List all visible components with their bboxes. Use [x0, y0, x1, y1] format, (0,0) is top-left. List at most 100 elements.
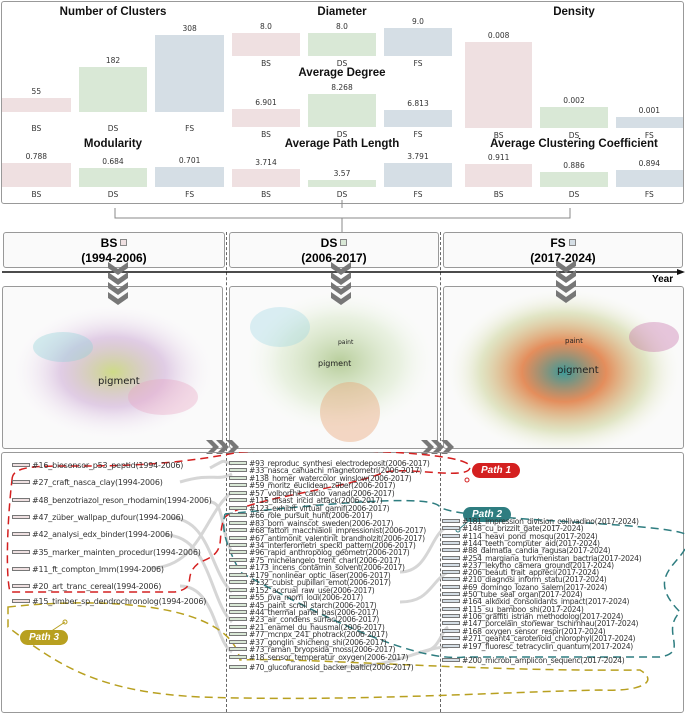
chevron-down-icon	[331, 262, 351, 275]
cluster-item: #237_lekytho_camera_ground(2017-2024)	[442, 561, 614, 570]
cluster-node-bar	[12, 480, 30, 485]
chevron-right-icon	[421, 440, 434, 454]
value-label: 9.0	[412, 17, 424, 26]
bar-fs	[384, 28, 452, 56]
cluster-node-bar	[442, 599, 460, 604]
bar-bs	[232, 108, 300, 127]
chart-title: Modularity	[83, 138, 143, 150]
cluster-label: #70_glucofuranosid_backer_baltic(2006-20…	[249, 663, 414, 672]
cluster-item: #18_sensor_temperatur_oxygen(2006-2017)	[229, 653, 408, 662]
period-fs: FS(2017-2024)	[443, 232, 683, 268]
network-graph-ds	[240, 287, 437, 442]
chart-title: Average Clustering Coefficient	[490, 138, 658, 150]
cluster-item: #23_air_condens_surfac(2006-2017)	[229, 615, 379, 624]
cluster-label: #237_lekytho_camera_ground(2017-2024)	[462, 560, 614, 570]
ds-color-swatch	[340, 239, 348, 246]
category-label: DS	[336, 130, 348, 139]
cluster-label: #45_paint_scroll_starch(2006-2017)	[249, 600, 377, 610]
category-label: BS	[493, 190, 504, 199]
chart-title: Diameter	[317, 6, 367, 18]
value-label: 6.813	[407, 98, 429, 108]
cluster-label: #96_rapid_anthropolog_geometr(2006-2017)	[249, 548, 410, 558]
cluster-node-bar	[229, 665, 247, 669]
cluster-node-bar	[229, 490, 247, 495]
chevron-down-icon	[108, 272, 128, 285]
category-label: BS	[261, 130, 271, 139]
path-1-label: Path 1	[472, 463, 521, 478]
cluster-label: #254_margiana_turkmenistan_bactria(2017-…	[462, 553, 642, 563]
bar-bs	[232, 33, 300, 56]
cluster-item: #88_dalmatia_candia_ragusa(2017-2024)	[442, 546, 611, 556]
cluster-node-bar	[442, 628, 460, 633]
cluster-node-bar	[12, 584, 30, 589]
divider-ds-fs	[440, 232, 441, 712]
cluster-node-bar	[229, 483, 247, 488]
category-label: FS	[644, 131, 654, 140]
cluster-label: #132_cubist_pupillari_emot(2006-2017)	[249, 578, 391, 588]
cluster-node-bar	[442, 613, 460, 618]
bs-color-swatch	[120, 239, 128, 246]
category-label: FS	[185, 124, 195, 133]
cluster-node-bar	[229, 647, 247, 652]
category-label: DS	[107, 124, 119, 133]
chevron-right-icon	[216, 440, 229, 454]
chevron-right-icon	[206, 440, 219, 454]
cluster-item: #50_tube_seal_organ(2017-2024)	[442, 590, 583, 599]
cluster-item: #35_marker_mainten_procedur(1994-2006)	[12, 548, 201, 557]
value-label: 0.684	[102, 157, 124, 166]
cluster-label: #34_interferometri_speckl_pattern(2006-2…	[249, 540, 416, 550]
cluster-label: #93_reproduc_synthesi_electrodeposit(200…	[249, 459, 430, 468]
cluster-label: #147_porcelain_stonewar_tschirnhau(2017-…	[462, 619, 639, 629]
fs-color-swatch	[568, 239, 576, 246]
cluster-label: #50_tube_seal_organ(2017-2024)	[462, 590, 583, 599]
cluster-item: #115_disast_incid_attack(2006-2017)	[229, 496, 383, 505]
category-label: FS	[185, 190, 195, 199]
cluster-label: #164_alkoxid_consolidants_impact(2017-20…	[462, 597, 630, 607]
bar-ds	[308, 93, 376, 127]
cluster-label: #69_domingo_lozano_salem(2017-2024)	[462, 582, 608, 592]
cluster-item: #75_michelangelo_trent_charl(2006-2017)	[229, 556, 401, 565]
cluster-item: #271_geant4_carotenoid_chlorophyl(2017-2…	[442, 634, 635, 643]
chevron-right-icon	[431, 440, 444, 454]
cluster-item: #15_timber_sp_dendrochronolog(1994-2006)	[12, 597, 206, 606]
chart-title: Average Path Length	[284, 138, 400, 150]
value-label: 3.791	[407, 152, 429, 162]
period-name: DS	[320, 236, 338, 250]
cluster-label: #59_moritz_euclidean_züber(2006-2017)	[249, 481, 396, 491]
cluster-item: #34_interferometri_speckl_pattern(2006-2…	[229, 541, 416, 550]
cluster-item: #11_ft_compton_lmm(1994-2006)	[12, 565, 164, 574]
bar-bs	[2, 163, 71, 187]
bar-fs	[384, 109, 452, 127]
chevron-down-icon	[331, 282, 351, 295]
value-label: 0.008	[487, 31, 510, 41]
cluster-label: #88_dalmatia_candia_ragusa(2017-2024)	[462, 546, 611, 556]
cluster-node-bar	[229, 572, 247, 577]
cluster-node-bar	[442, 562, 460, 567]
bar-ds	[540, 106, 608, 128]
value-label: 55	[31, 87, 42, 97]
category-label: FS	[413, 130, 423, 139]
cluster-item: #179_nonlinear_optic_laser(2006-2017)	[229, 570, 391, 580]
cluster-node-bar	[229, 528, 247, 533]
value-label: 8.0	[260, 22, 272, 31]
cluster-label: #200_microbi_amplicon_sequenc(2017-2024)	[462, 656, 625, 665]
chart-title: Number of Clusters	[59, 6, 167, 18]
cluster-label: #144_teeth_computer_aid(2017-2024)	[462, 538, 600, 548]
cluster-label: #179_nonlinear_optic_laser(2006-2017)	[249, 570, 391, 580]
bar-fs	[155, 167, 224, 187]
bar-ds	[540, 172, 608, 187]
cluster-label: #197_fluoresc_tetracyclin_quantum(2017-2…	[462, 642, 633, 651]
cluster-item: #70_glucofuranosid_backer_baltic(2006-20…	[229, 663, 414, 672]
cluster-item: #42_analysi_edx_binder(1994-2006)	[12, 530, 173, 539]
value-label: 0.788	[25, 152, 48, 161]
cluster-node-bar	[442, 658, 460, 662]
cluster-label: #44_thermal_panel_bas(2006-2017)	[249, 608, 379, 617]
cluster-node-bar	[229, 505, 247, 510]
cluster-node-bar	[12, 599, 30, 603]
cluster-node-bar	[229, 461, 247, 465]
year-axis-label: Year	[652, 274, 674, 285]
cluster-node-bar	[229, 624, 247, 629]
cluster-node-bar	[229, 610, 247, 614]
chevron-right-icon	[441, 440, 454, 454]
